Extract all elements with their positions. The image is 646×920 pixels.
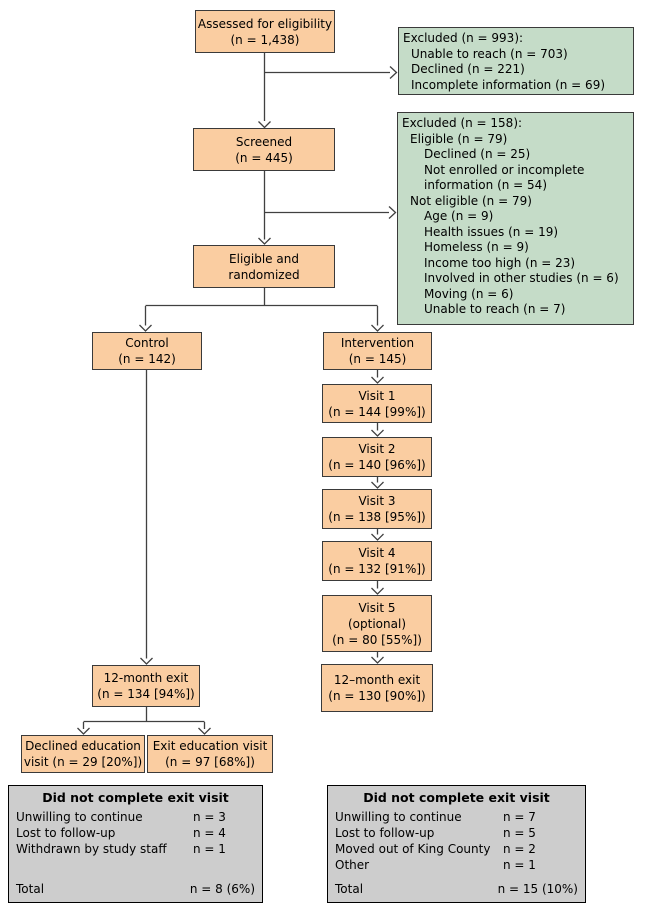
box-line: Visit 4 (358, 546, 396, 560)
box-line: Eligible and (229, 251, 299, 266)
box-line: Moving (n = 6) (424, 286, 514, 301)
box-line: Declined (n = 25) (424, 147, 531, 161)
box-line: Incomplete information (n = 69) (411, 77, 606, 92)
box-line: Unable to reach (n = 703) (411, 46, 568, 61)
box-line: Assessed for eligibility (197, 16, 333, 31)
node-assessed-for-eligibility: Assessed for eligibility(n = 1,438) (195, 10, 335, 53)
box-line: Visit 2 (358, 442, 396, 456)
box-line: Eligible (n = 79) (410, 131, 508, 146)
row-value: n = 3 (193, 810, 226, 824)
box-line: Visit 3 (358, 494, 396, 508)
row-value: n = 5 (503, 826, 536, 840)
box-line: Declined education (25, 739, 141, 753)
box-line: Exit education visit (152, 739, 268, 753)
box-line: (n = 132 [91%]) (328, 562, 426, 576)
node-visit-2: Visit 2 (n = 140 [96%]) (322, 437, 432, 477)
row-label: Withdrawn by study staff (16, 842, 167, 856)
box-line: Visit 1 (358, 388, 396, 403)
table-row: Lost to follow-up n = 4 (16, 825, 255, 841)
row-label: Unwilling to continue (335, 810, 462, 824)
node-visit-4: Visit 4 (n = 132 [91%]) (322, 541, 432, 581)
box-line: (n = 138 [95%]) (328, 510, 426, 524)
box-line: (n = 145) (348, 352, 407, 366)
total-label: Total (16, 882, 45, 896)
table-row: Moved out of King County n = 2 (335, 841, 578, 857)
box-line: Age (n = 9) (424, 209, 494, 223)
node-12-month-exit-intervention: 12–month exit (n = 130 [90%]) (321, 664, 433, 712)
box-line: Excluded (n = 993): (403, 31, 524, 45)
box-line: (n = 134 [94%]) (97, 687, 195, 701)
row-value: n = 1 (193, 842, 226, 856)
box-line: (n = 140 [96%]) (328, 458, 426, 472)
node-visit-3: Visit 3 (n = 138 [95%]) (322, 489, 432, 529)
box-line: Homeless (n = 9) (424, 240, 529, 254)
table-row: Lost to follow-up n = 5 (335, 825, 578, 841)
box-line: Not enrolled or incomplete (424, 162, 585, 177)
node-12-month-exit-control: 12-month exit (n = 134 [94%]) (92, 665, 200, 707)
box-line: (optional) (348, 616, 406, 631)
table-row: Other n = 1 (335, 857, 578, 873)
row-label: Moved out of King County (335, 842, 491, 856)
row-label: Lost to follow-up (16, 826, 116, 840)
box-line: Excluded (n = 158): (402, 116, 523, 130)
table-row: Withdrawn by study staff n = 1 (16, 841, 255, 857)
node-visit-5-optional: Visit 5(optional)(n = 80 [55%]) (322, 595, 432, 652)
node-intervention-arm: Intervention (n = 145) (323, 332, 432, 370)
box-line: information (n = 54) (424, 178, 547, 192)
box-line: Unable to reach (n = 7) (424, 302, 566, 316)
row-value: n = 1 (503, 858, 536, 872)
table-title: Did not complete exit visit (42, 790, 229, 805)
box-line: Intervention (340, 336, 415, 350)
node-declined-education-visit: Declined education visit (n = 29 [20%]) (21, 735, 145, 773)
box-line: Screened (235, 134, 293, 149)
total-value: n = 8 (6%) (189, 882, 255, 896)
node-excluded-first: Excluded (n = 993):Unable to reach (n = … (398, 27, 634, 95)
box-line: Involved in other studies (n = 6) (424, 271, 619, 285)
node-control-arm: Control (n = 142) (92, 332, 202, 370)
box-line: randomized (228, 267, 300, 282)
box-line: 12-month exit (103, 671, 189, 685)
box-line: (n = 144 [99%]) (328, 404, 426, 419)
box-line: Visit 5 (358, 600, 396, 615)
row-value: n = 7 (503, 810, 536, 824)
table-intervention-did-not-complete: Did not complete exit visit Unwilling to… (327, 785, 586, 903)
table-total-row: Total n = 8 (6%) (16, 881, 255, 897)
node-screened: Screened(n = 445) (193, 128, 335, 171)
table-total-row: Total n = 15 (10%) (335, 881, 578, 897)
box-line: Control (125, 336, 169, 350)
node-exit-education-visit: Exit education visit (n = 97 [68%]) (147, 735, 273, 773)
row-value: n = 2 (503, 842, 536, 856)
box-line: (n = 445) (235, 150, 293, 165)
box-line: Health issues (n = 19) (424, 224, 559, 239)
total-value: n = 15 (10%) (497, 882, 578, 896)
box-line: (n = 130 [90%]) (328, 689, 426, 703)
total-label: Total (335, 882, 364, 896)
table-row: Unwilling to continue n = 7 (335, 809, 578, 825)
node-excluded-second: Excluded (n = 158):Eligible (n = 79)Decl… (397, 112, 634, 325)
table-row: Unwilling to continue n = 3 (16, 809, 255, 825)
box-line: 12–month exit (333, 673, 421, 687)
box-line: Income too high (n = 23) (424, 255, 576, 270)
box-line: Declined (n = 221) (411, 62, 525, 76)
table-title: Did not complete exit visit (363, 790, 550, 805)
box-line: (n = 80 [55%]) (332, 632, 422, 647)
box-line: (n = 142) (118, 352, 176, 366)
row-label: Other (335, 858, 370, 872)
table-control-did-not-complete: Did not complete exit visit Unwilling to… (8, 785, 263, 903)
box-line: Not eligible (n = 79) (410, 193, 532, 208)
row-label: Unwilling to continue (16, 810, 143, 824)
box-line: (n = 1,438) (230, 32, 300, 47)
box-line: (n = 97 [68%]) (165, 755, 255, 769)
box-line: visit (n = 29 [20%]) (23, 755, 143, 769)
node-visit-1: Visit 1(n = 144 [99%]) (322, 384, 432, 423)
row-label: Lost to follow-up (335, 826, 435, 840)
row-value: n = 4 (193, 826, 226, 840)
